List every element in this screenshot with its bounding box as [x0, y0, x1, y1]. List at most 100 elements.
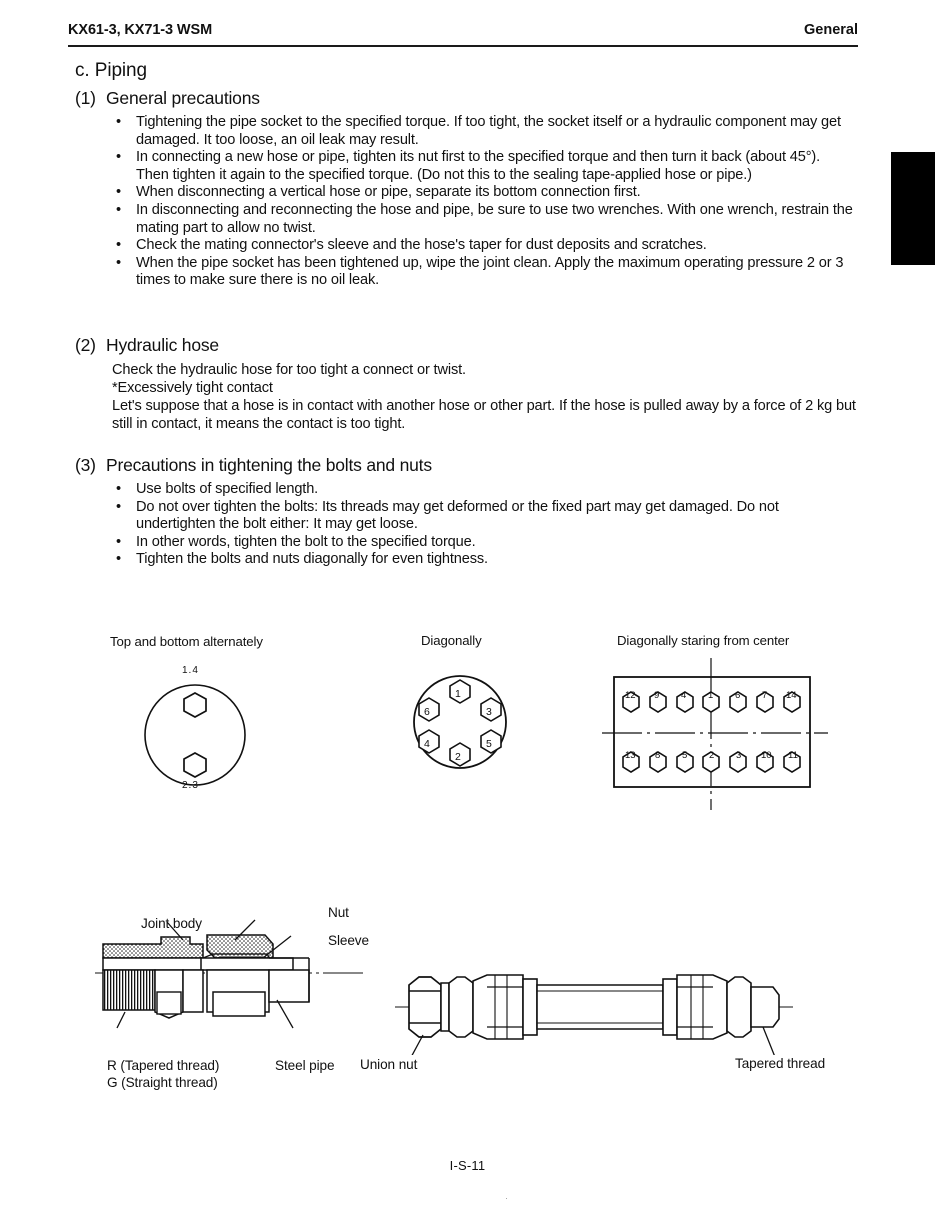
list-item-text: Tightening the pipe socket to the specif… — [136, 114, 841, 148]
joint-assembly-svg — [95, 919, 363, 1029]
bullet-dot: • — [116, 551, 121, 568]
bolt-number-1: 1 — [455, 688, 461, 700]
hex-bolt-10 — [756, 751, 774, 773]
bolt-number-bottom-2: 8 — [655, 750, 661, 761]
leader-thread — [116, 1011, 126, 1029]
hex-bolt-1 — [449, 679, 471, 704]
bullet-dot: • — [116, 498, 121, 515]
bullet-dot: • — [116, 114, 121, 130]
ferrule-right — [676, 974, 728, 1040]
tapered-thread-nipple — [750, 986, 780, 1028]
list-item: • In other words, tighten the bolt to th… — [112, 534, 860, 552]
body-shoulder — [182, 969, 204, 1013]
general-precautions-list: • Tightening the pipe socket to the spec… — [112, 114, 854, 290]
bolt-number-top-3: 4 — [681, 690, 687, 701]
ferrule-left — [472, 974, 524, 1040]
hex-bolt-2 — [449, 742, 471, 767]
bolt-number-bottom-4: 2 — [709, 750, 715, 761]
label-tapered-thread: Tapered thread — [735, 1056, 826, 1071]
bolt-number-bottom-3: 5 — [682, 750, 688, 761]
hex-bolt-8 — [649, 751, 667, 773]
label-sleeve: Sleeve — [328, 933, 369, 948]
bullet-dot: • — [116, 184, 121, 201]
figure-diagonally — [408, 665, 518, 785]
bullet-dot: • — [116, 481, 121, 497]
body-collar — [102, 957, 204, 971]
hydraulic-hose-line-2: *Excessively tight contact — [112, 380, 273, 396]
hex-bolt-5 — [480, 729, 502, 754]
subsection-3-title: Precautions in tightening the bolts and … — [106, 455, 432, 475]
hose-body — [536, 984, 664, 1030]
hex-bolt-4 — [418, 729, 440, 754]
header-section-title: General — [804, 22, 858, 38]
page-footer: I-S-11 — [0, 1158, 935, 1173]
figure-top-bottom-alternately — [140, 660, 260, 810]
bolt-order-label-bottom: 2.3 — [182, 780, 199, 791]
second-hex — [448, 976, 474, 1038]
bolt-number-top-2: 9 — [654, 690, 660, 701]
header-model-title: KX61-3, KX71-3 WSM — [68, 22, 213, 38]
subsection-3-number: (3) — [75, 455, 96, 475]
label-union-nut: Union nut — [360, 1057, 418, 1072]
hex-bolt-4 — [676, 691, 694, 713]
label-straight-thread-g: G (Straight thread) — [107, 1075, 218, 1090]
bullet-dot: • — [116, 533, 121, 550]
subsection-1-number: (1) — [75, 88, 96, 108]
ferrule-left-shoulder — [522, 978, 538, 1036]
list-item: • In disconnecting and reconnecting the … — [112, 202, 854, 237]
tapered-thread-section — [102, 969, 156, 1011]
figure-caption-diagonally: Diagonally — [421, 633, 482, 648]
bolt-number-4: 4 — [424, 738, 430, 750]
bolt-number-5: 5 — [486, 738, 492, 750]
bolt-number-top-4: 1 — [708, 690, 714, 701]
bullet-dot: • — [116, 254, 121, 271]
joint-body-section — [102, 936, 204, 959]
union-nut-hex — [408, 976, 442, 1038]
hex-bolt-14 — [783, 691, 801, 713]
list-item: • Tighten the bolts and nuts diagonally … — [112, 551, 860, 569]
hex-bolt-1 — [702, 691, 720, 713]
label-nut: Nut — [328, 905, 349, 920]
leader-sleeve — [262, 935, 292, 959]
figure-diagonally-from-center — [600, 655, 830, 815]
list-item-text: Tighten the bolts and nuts diagonally fo… — [136, 551, 488, 568]
label-steel-pipe: Steel pipe — [275, 1058, 335, 1073]
bolt-number-2: 2 — [455, 751, 461, 763]
list-item: • When the pipe socket has been tightene… — [112, 255, 854, 290]
flange-circle — [413, 675, 507, 769]
label-tapered-thread-r: R (Tapered thread) — [107, 1058, 220, 1073]
list-item: • Check the mating connector's sleeve an… — [112, 237, 854, 255]
list-item: • In connecting a new hose or pipe, tigh… — [112, 149, 854, 184]
bolt-number-top-1: 12 — [625, 690, 636, 701]
figure-caption-top-bottom-alternately: Top and bottom alternately — [110, 634, 263, 649]
bolt-number-top-5: 6 — [735, 690, 741, 701]
subsection-1-title: General precautions — [106, 88, 260, 108]
bullet-dot: • — [116, 201, 121, 218]
leader-union-nut — [411, 1034, 424, 1055]
ferrule-right-shoulder — [662, 978, 678, 1036]
bullet-dot: • — [116, 237, 121, 254]
bolt-number-bottom-7: 11 — [788, 750, 798, 761]
bolt-circle-6-svg — [413, 675, 507, 769]
hex-bolt-11 — [783, 751, 801, 773]
union-washer — [440, 982, 450, 1032]
heading-piping: c. Piping — [75, 60, 147, 81]
hydraulic-hose-line-3: Let's suppose that a hose is in contact … — [112, 398, 856, 432]
list-item-text: Do not over tighten the bolts: Its threa… — [136, 498, 779, 533]
bullet-dot: • — [116, 149, 121, 166]
leader-joint-body — [166, 921, 184, 941]
figure-hose-assembly — [395, 965, 795, 1055]
bolt-number-top-7: 14 — [786, 690, 797, 701]
steel-pipe-body — [268, 969, 310, 1003]
bolt-number-6: 6 — [424, 706, 430, 718]
body-hex-face — [156, 991, 182, 1015]
hex-bolt-7 — [756, 691, 774, 713]
bolt-number-bottom-1: 13 — [625, 750, 636, 761]
hex-bolt-6 — [418, 697, 440, 722]
hex-bolt-group-bottom-row — [622, 751, 801, 773]
hex-bolt-bottom — [183, 752, 207, 778]
hex-bolt-5 — [676, 751, 694, 773]
figure-joint-assembly — [95, 900, 365, 1050]
plate-rectangle — [613, 676, 811, 788]
